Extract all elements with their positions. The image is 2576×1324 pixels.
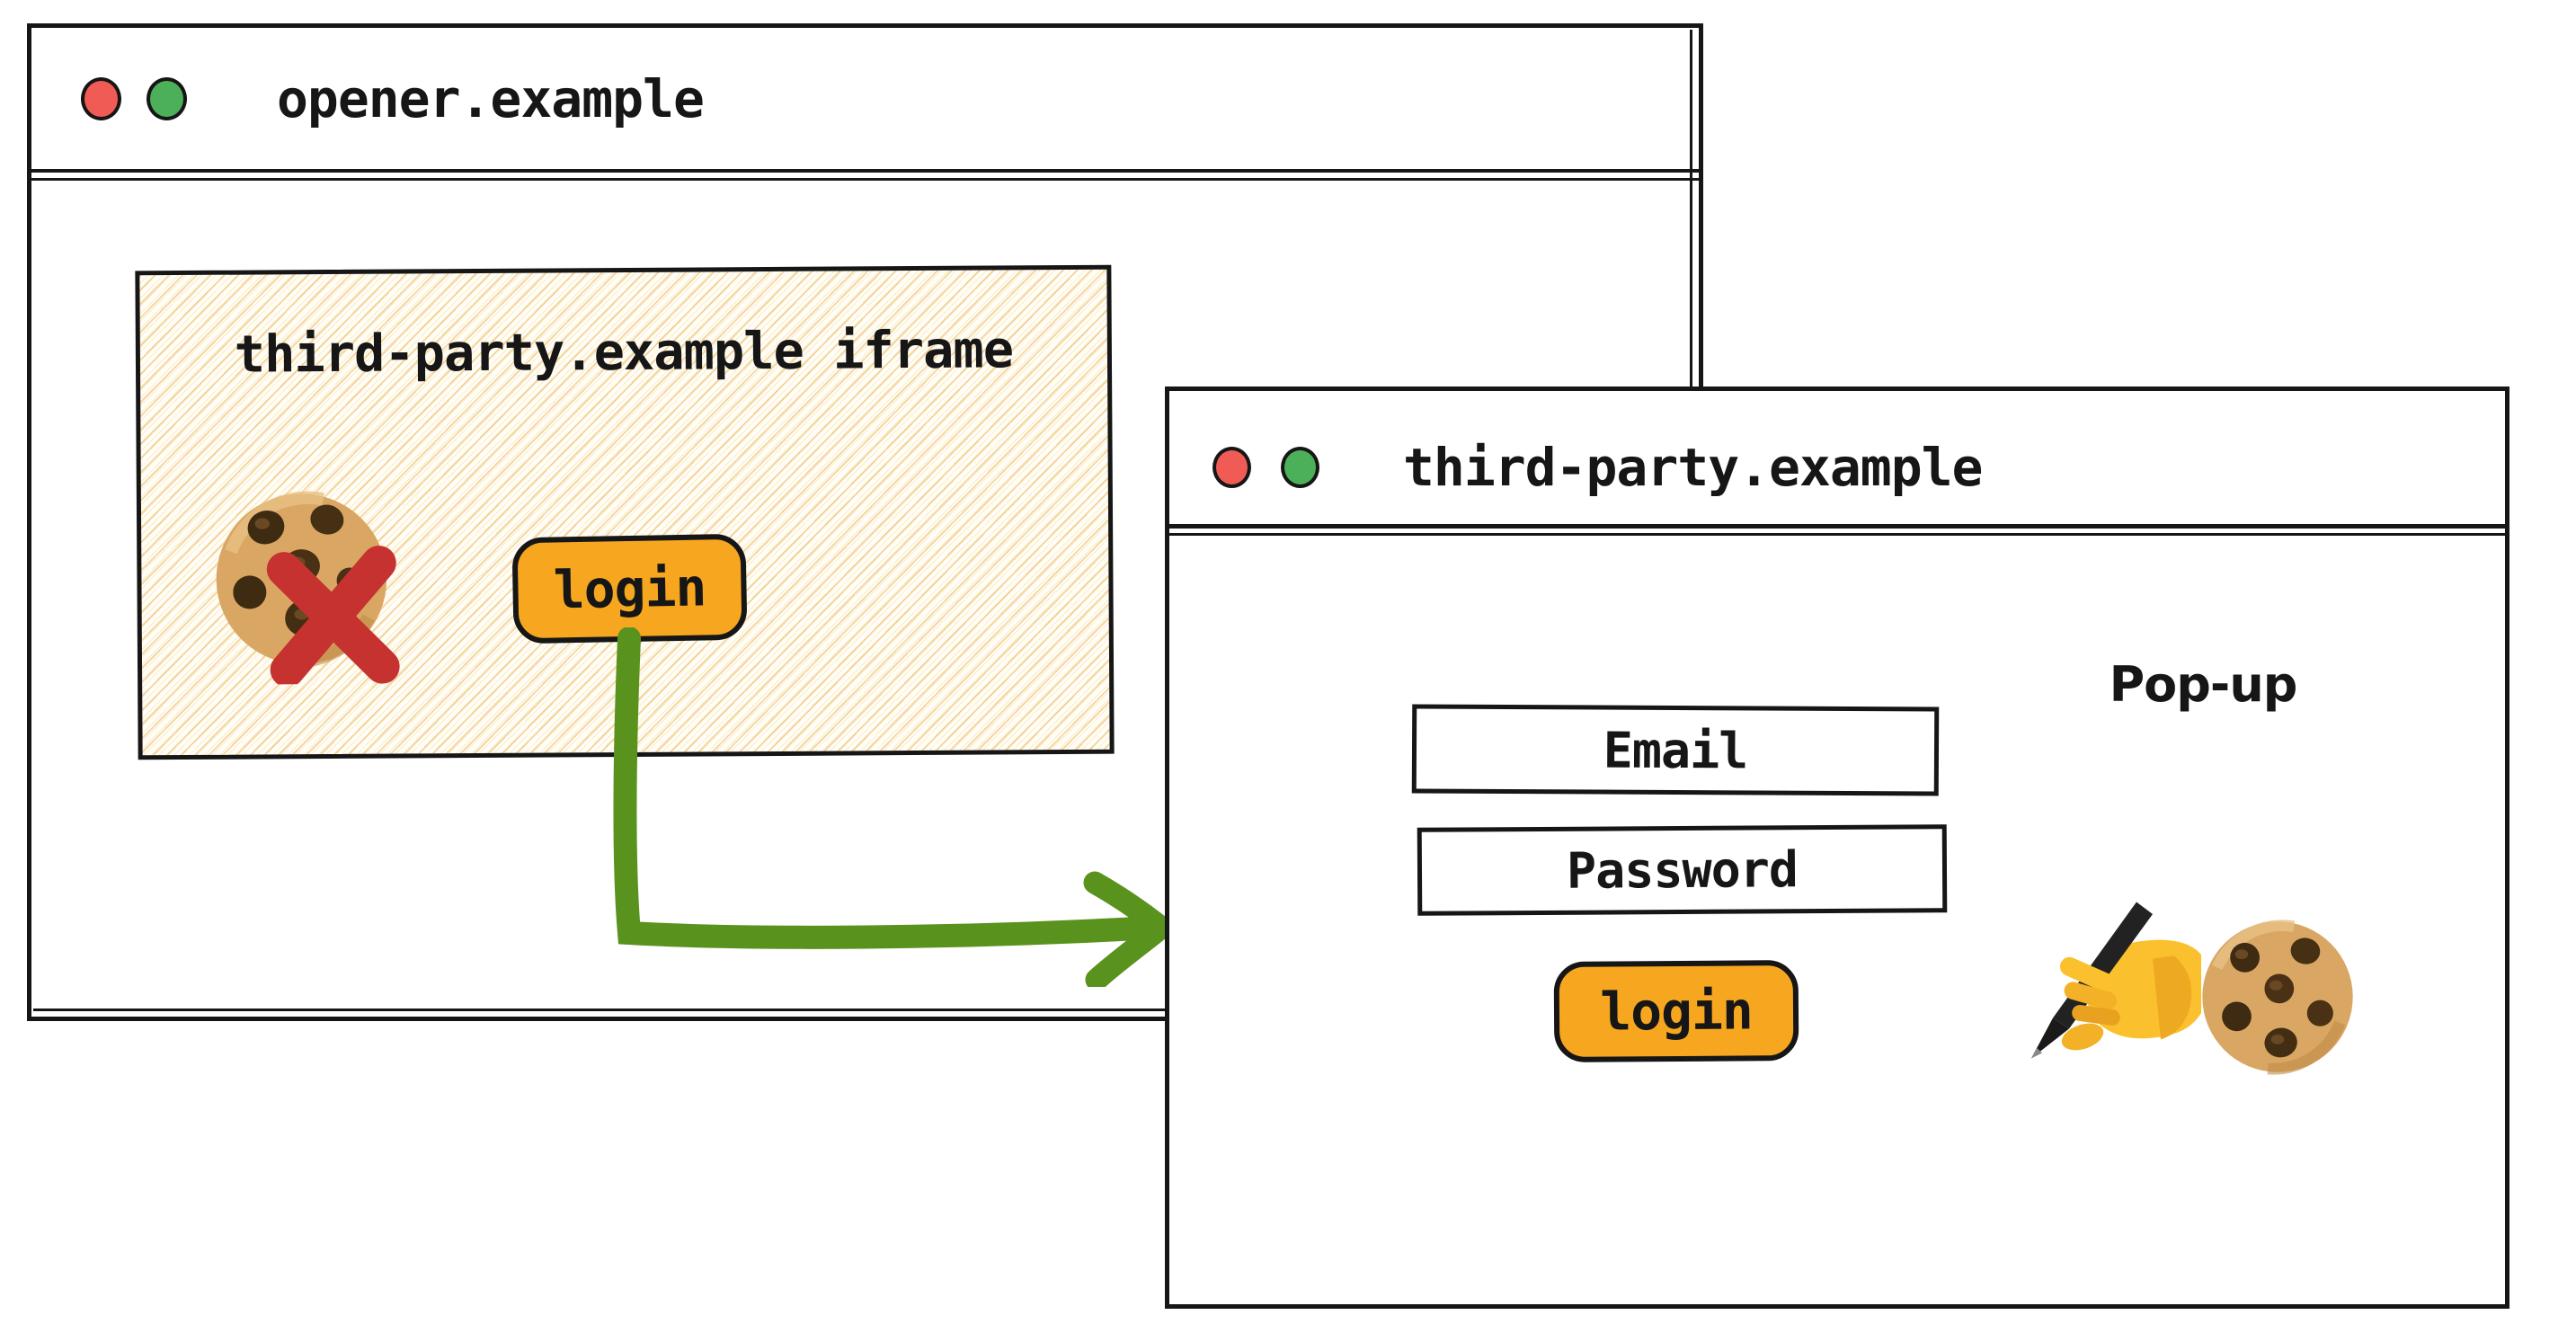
titlebar-divider <box>1169 533 2505 536</box>
third-party-iframe: third-party.example iframe <box>135 264 1115 760</box>
close-button[interactable] <box>81 76 121 120</box>
iframe-label: third-party.example iframe <box>234 320 1014 385</box>
opener-window-title: opener.example <box>277 67 705 129</box>
popup-window-title: third-party.example <box>1403 437 1983 498</box>
minimize-button[interactable] <box>147 76 187 120</box>
popup-window: third-party.example Pop-up Email Passwor… <box>1165 387 2509 1309</box>
blocked-cross-icon <box>266 546 400 685</box>
login-flow-arrow <box>613 627 1179 987</box>
cookie-icon <box>2202 920 2353 1075</box>
window-edge-stroke <box>33 1009 1697 1011</box>
popup-titlebar: third-party.example <box>1169 391 2505 536</box>
popup-login-button[interactable]: login <box>1553 960 1799 1062</box>
blocked-cookie-icon <box>209 488 400 685</box>
opener-titlebar: opener.example <box>31 28 1699 181</box>
minimize-button[interactable] <box>1281 447 1319 488</box>
titlebar-divider <box>31 178 1699 181</box>
writing-hand-icon <box>2031 902 2201 1059</box>
popup-annotation-label: Pop-up <box>2109 656 2298 713</box>
email-field[interactable]: Email <box>1411 704 1940 796</box>
password-field[interactable]: Password <box>1417 824 1948 916</box>
close-button[interactable] <box>1212 447 1251 488</box>
